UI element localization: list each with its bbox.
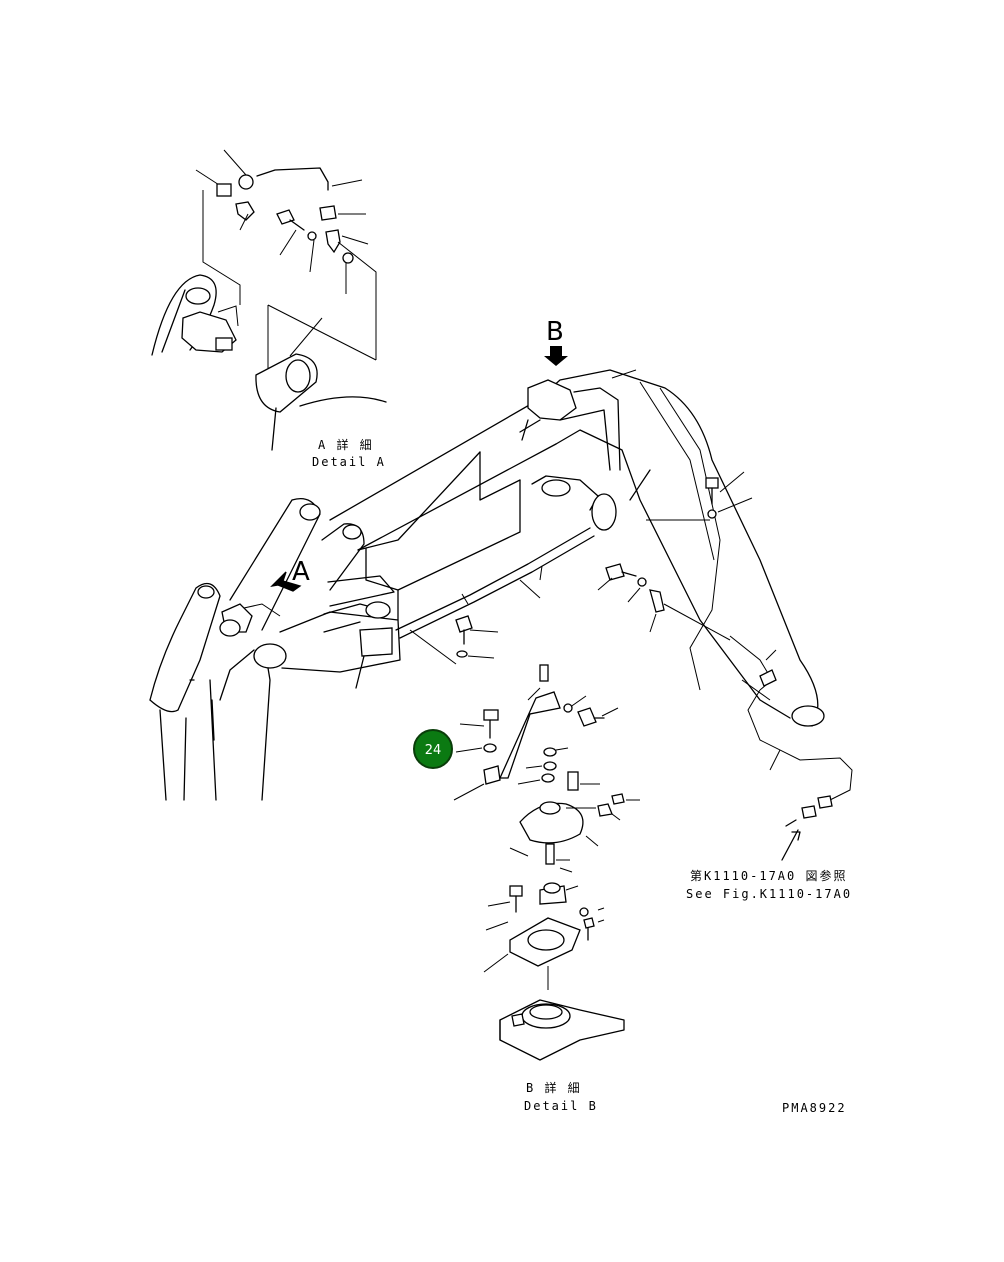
grease-nipple-block <box>215 337 233 351</box>
left-cylinder-pin <box>197 585 215 599</box>
washer-24 <box>483 743 497 753</box>
elbow-fitting <box>235 201 255 221</box>
o-ring <box>342 252 354 264</box>
detail-a-title-jp: A 詳 細 <box>318 437 374 452</box>
arm-bolt-head <box>705 477 719 489</box>
cylinder-rod-pin <box>365 601 391 619</box>
lower-stud <box>545 843 555 865</box>
pin-b <box>539 664 549 682</box>
boom-washer <box>637 577 647 587</box>
detail-b-group: B <box>453 317 640 1113</box>
reference-note-jp: 第K1110-17A0 図参照 <box>690 868 847 883</box>
bolt-b-head <box>577 707 597 727</box>
spacer-2 <box>543 761 557 771</box>
foot-pin-upper <box>299 503 321 521</box>
pipe-clamp <box>649 589 665 613</box>
boom-foot-pin <box>253 643 287 669</box>
mid-parts-group <box>409 593 499 665</box>
cylinder-pin-upper <box>342 524 362 540</box>
washer <box>307 231 317 241</box>
drawing-number: PMA8922 <box>782 1101 847 1115</box>
connector-fitting <box>216 183 232 197</box>
callout-badge-24[interactable]: 24 <box>413 729 453 769</box>
spacer-1 <box>543 747 557 757</box>
boom-bolt <box>605 563 625 581</box>
washer-b <box>563 703 573 713</box>
arm-end-boss <box>791 705 825 727</box>
boom-mid-boss <box>541 479 571 497</box>
lower-nut <box>583 917 595 929</box>
foot-bush <box>219 619 241 637</box>
bolt-head <box>276 209 295 225</box>
callout-circle[interactable] <box>413 729 453 769</box>
bracket-bush <box>591 493 617 531</box>
base-plate-hole <box>527 929 565 951</box>
detail-b-title-jp: B 詳 細 <box>526 1080 582 1095</box>
mount-boss <box>539 801 561 815</box>
reference-note-en: See Fig.K1110-17A0 <box>686 887 852 901</box>
boom-foot-group: A <box>149 497 401 801</box>
boom-assembly <box>329 369 853 861</box>
mid-washer <box>456 650 468 658</box>
bottom-slot <box>511 1013 525 1027</box>
lower-bolt-head <box>509 885 523 897</box>
rubber-mount-top <box>543 882 561 894</box>
boom-top-pin-boss <box>527 379 577 421</box>
swivel-fitting <box>325 229 341 254</box>
collar-bore <box>285 359 311 393</box>
nut-upper <box>319 205 337 221</box>
view-b-arrow <box>544 346 568 366</box>
view-a-arrow <box>270 571 302 592</box>
nut <box>238 174 254 190</box>
view-a-label: A <box>292 557 310 587</box>
spacer-3 <box>541 773 555 783</box>
arm-washer <box>707 509 717 519</box>
cylinder-rod-eye <box>359 627 393 657</box>
wire-connector-mate <box>801 805 817 819</box>
bolt-24 <box>483 709 499 721</box>
harness-connector <box>759 669 777 687</box>
bottom-boss-inner <box>529 1004 563 1020</box>
callout-number[interactable]: 24 <box>425 743 442 758</box>
detail-a-title-en: Detail A <box>312 455 386 469</box>
lower-washer <box>579 907 589 917</box>
bolt-b2 <box>567 771 579 791</box>
mid-bolt-head <box>455 615 473 633</box>
wire-connector <box>817 795 833 809</box>
sensor-connector <box>597 803 613 817</box>
view-b-label: B <box>546 317 564 347</box>
detail-a-group: A 詳 細 Detail A <box>151 149 387 469</box>
detail-b-title-en: Detail B <box>524 1099 598 1113</box>
strap-clip <box>483 765 501 785</box>
pin-boss <box>185 287 211 305</box>
sensor-connector-mate <box>611 793 625 805</box>
